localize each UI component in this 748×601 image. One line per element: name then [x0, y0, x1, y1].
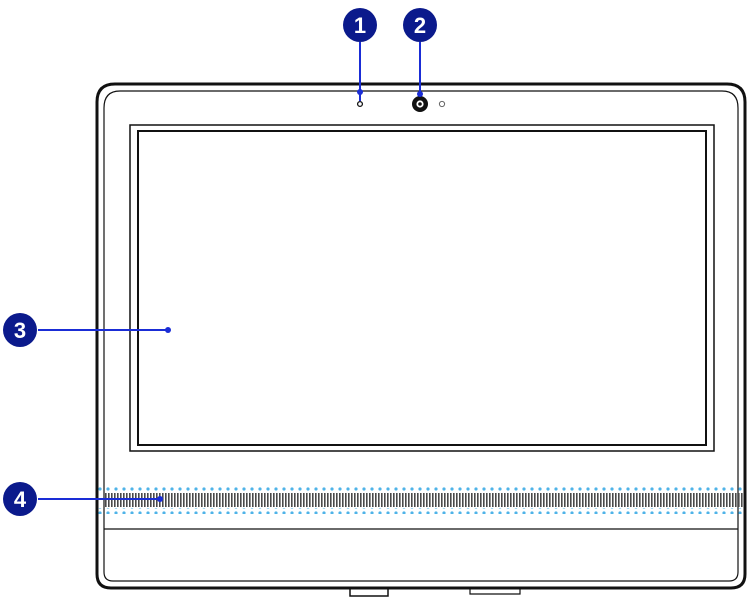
callout-4-badge: 4 [3, 482, 37, 516]
callout-1-badge: 1 [343, 8, 377, 42]
webcam-indicator-icon [438, 100, 446, 108]
webcam-icon [412, 96, 428, 112]
microphone-icon [356, 100, 364, 108]
callout-4-number: 4 [14, 487, 27, 512]
callout-2-number: 2 [414, 13, 426, 38]
display-panel [129, 124, 715, 452]
display-screen [137, 130, 707, 446]
speaker-dots-bottom [97, 508, 745, 514]
callout-4-leader-dot [157, 496, 163, 502]
monitor-inner-frame [103, 90, 739, 582]
callout-1-leader-dot [357, 89, 363, 95]
callout-2-badge: 2 [403, 8, 437, 42]
callout-2-leader-dot [417, 91, 423, 97]
callout-3-badge: 3 [3, 313, 37, 347]
speaker-grille [97, 486, 745, 514]
stand-foot [349, 588, 389, 597]
callout-3-leader-dot [165, 327, 171, 333]
stand-foot-right [469, 588, 521, 595]
callout-1-number: 1 [354, 13, 366, 38]
callout-3-number: 3 [14, 318, 26, 343]
speaker-grille-bar [104, 493, 744, 507]
speaker-dots-top [97, 486, 745, 492]
